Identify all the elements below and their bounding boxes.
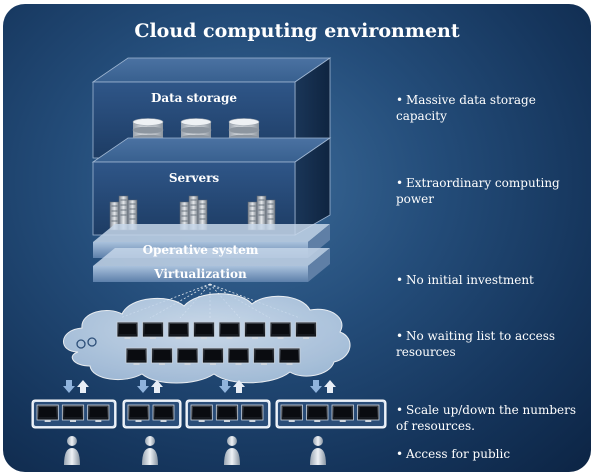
monitor-icon bbox=[227, 347, 250, 365]
client-monitor-groups bbox=[31, 399, 387, 429]
user-icons bbox=[64, 436, 326, 465]
up-down-arrow-icon bbox=[63, 380, 89, 393]
bullet-symbol: • bbox=[396, 403, 404, 417]
monitor-icon bbox=[215, 404, 239, 422]
monitor-icon bbox=[295, 321, 317, 339]
bullet-symbol: • bbox=[396, 176, 404, 190]
bullet-item: •Massive data storage capacity bbox=[396, 92, 586, 124]
bullet-item: •Access for public bbox=[396, 446, 586, 462]
bullet-symbol: • bbox=[396, 329, 404, 343]
monitor-icon bbox=[331, 404, 354, 422]
monitor-icon bbox=[151, 347, 173, 365]
up-down-arrow-icon bbox=[137, 380, 163, 393]
monitor-icon bbox=[176, 347, 199, 365]
bullet-item: •No initial investment bbox=[396, 272, 586, 288]
bullet-item: •Scale up/down the numbers of resources. bbox=[396, 402, 581, 434]
monitor-icon bbox=[218, 321, 241, 339]
client-group bbox=[185, 399, 271, 429]
bullet-text: Scale up/down the numbers of resources. bbox=[396, 403, 577, 433]
bullet-item: •No waiting list to access resources bbox=[396, 328, 566, 360]
bullet-symbol: • bbox=[396, 273, 404, 287]
monitor-icon bbox=[244, 321, 266, 339]
monitor-icon bbox=[202, 347, 224, 365]
monitor-icon bbox=[306, 404, 329, 422]
monitor-icon bbox=[357, 404, 380, 422]
client-group bbox=[31, 399, 117, 429]
monitor-icon bbox=[241, 404, 264, 422]
monitor-icon bbox=[193, 321, 215, 339]
person-icon bbox=[310, 436, 326, 465]
bullet-text: Access for public bbox=[406, 447, 511, 461]
servers-label: Servers bbox=[168, 171, 220, 185]
client-group bbox=[275, 399, 387, 429]
monitor-icon bbox=[280, 404, 303, 422]
monitor-icon bbox=[253, 347, 275, 365]
server-icon bbox=[179, 195, 208, 231]
operative-system-label: Operative system bbox=[142, 243, 259, 257]
monitor-icon bbox=[61, 404, 85, 422]
monitor-icon bbox=[269, 321, 292, 339]
bullet-text: No waiting list to access resources bbox=[396, 329, 556, 359]
bullet-symbol: • bbox=[396, 93, 404, 107]
up-down-arrow-icon bbox=[219, 380, 245, 393]
monitor-icon bbox=[127, 404, 150, 422]
monitor-icon bbox=[36, 404, 59, 422]
up-down-arrow-icon bbox=[310, 380, 336, 393]
monitor-icon bbox=[167, 321, 190, 339]
monitor-icon bbox=[190, 404, 213, 422]
person-icon bbox=[64, 436, 80, 465]
diagram-title: Cloud computing environment bbox=[134, 20, 460, 42]
monitor-icon bbox=[142, 321, 164, 339]
up-down-arrows bbox=[63, 380, 336, 393]
data-storage-label: Data storage bbox=[150, 91, 238, 105]
monitor-icon bbox=[278, 347, 301, 365]
bullet-text: No initial investment bbox=[406, 273, 534, 287]
client-group bbox=[122, 399, 182, 429]
monitor-icon bbox=[152, 404, 175, 422]
virtualization-layer bbox=[93, 248, 330, 282]
bullet-text: Extraordinary computing power bbox=[396, 176, 560, 206]
bullet-text: Massive data storage capacity bbox=[396, 93, 536, 123]
monitor-icon bbox=[116, 321, 139, 339]
bullet-symbol: • bbox=[396, 447, 404, 461]
person-icon bbox=[142, 436, 158, 465]
cloud-monitor-grid bbox=[116, 321, 317, 365]
monitor-icon bbox=[87, 404, 110, 422]
virtualization-label: Virtualization bbox=[154, 267, 247, 281]
bullet-item: •Extraordinary computing power bbox=[396, 175, 586, 207]
monitor-icon bbox=[125, 347, 148, 365]
person-icon bbox=[224, 436, 240, 465]
